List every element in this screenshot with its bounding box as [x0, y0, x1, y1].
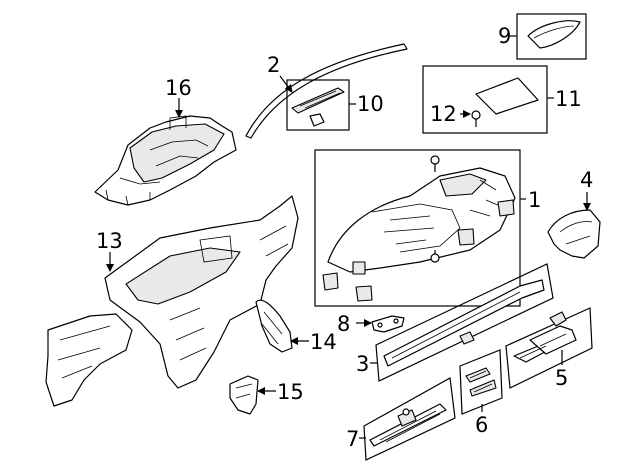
callout-7: 7	[346, 427, 359, 451]
part-11-panel	[475, 77, 539, 115]
box-10	[286, 79, 350, 131]
part-9-cover	[527, 20, 581, 49]
part-10-grille	[291, 87, 345, 127]
box-7	[363, 377, 456, 461]
part-4-bracket	[547, 209, 601, 259]
part-3-reinforcement	[383, 279, 545, 367]
box-11	[422, 65, 548, 134]
callout-3: 3	[356, 352, 369, 376]
part-2-trim-strip	[245, 43, 408, 139]
part-13-cross-car-beam	[45, 195, 299, 407]
part-1-clips	[322, 155, 515, 302]
callout-5: 5	[555, 366, 568, 390]
callout-10: 10	[357, 92, 384, 116]
callout-1: 1	[528, 188, 541, 212]
part-8-bracket	[371, 315, 405, 333]
callout-15: 15	[277, 380, 304, 404]
callout-9: 9	[498, 24, 511, 48]
part-7-bracket	[369, 403, 447, 447]
part-14-bracket	[255, 299, 293, 353]
leader-2	[279, 75, 293, 93]
callout-11: 11	[555, 87, 582, 111]
part-16-glove-box-housing	[94, 115, 237, 206]
callout-4: 4	[580, 168, 593, 192]
part-5-bracket-set	[513, 311, 577, 363]
callout-2: 2	[267, 53, 280, 77]
box-6	[459, 349, 503, 415]
part-6-clips	[465, 367, 497, 397]
box-3	[375, 263, 554, 382]
callout-16: 16	[165, 76, 192, 100]
callout-13: 13	[96, 229, 123, 253]
callout-6: 6	[475, 413, 488, 437]
callout-14: 14	[310, 330, 337, 354]
part-1-panel-upper	[327, 167, 516, 273]
callout-8: 8	[337, 312, 350, 336]
part-15-bracket	[229, 375, 259, 415]
part-12-screw	[471, 110, 481, 127]
box-1	[314, 149, 521, 307]
callout-12: 12	[430, 102, 457, 126]
